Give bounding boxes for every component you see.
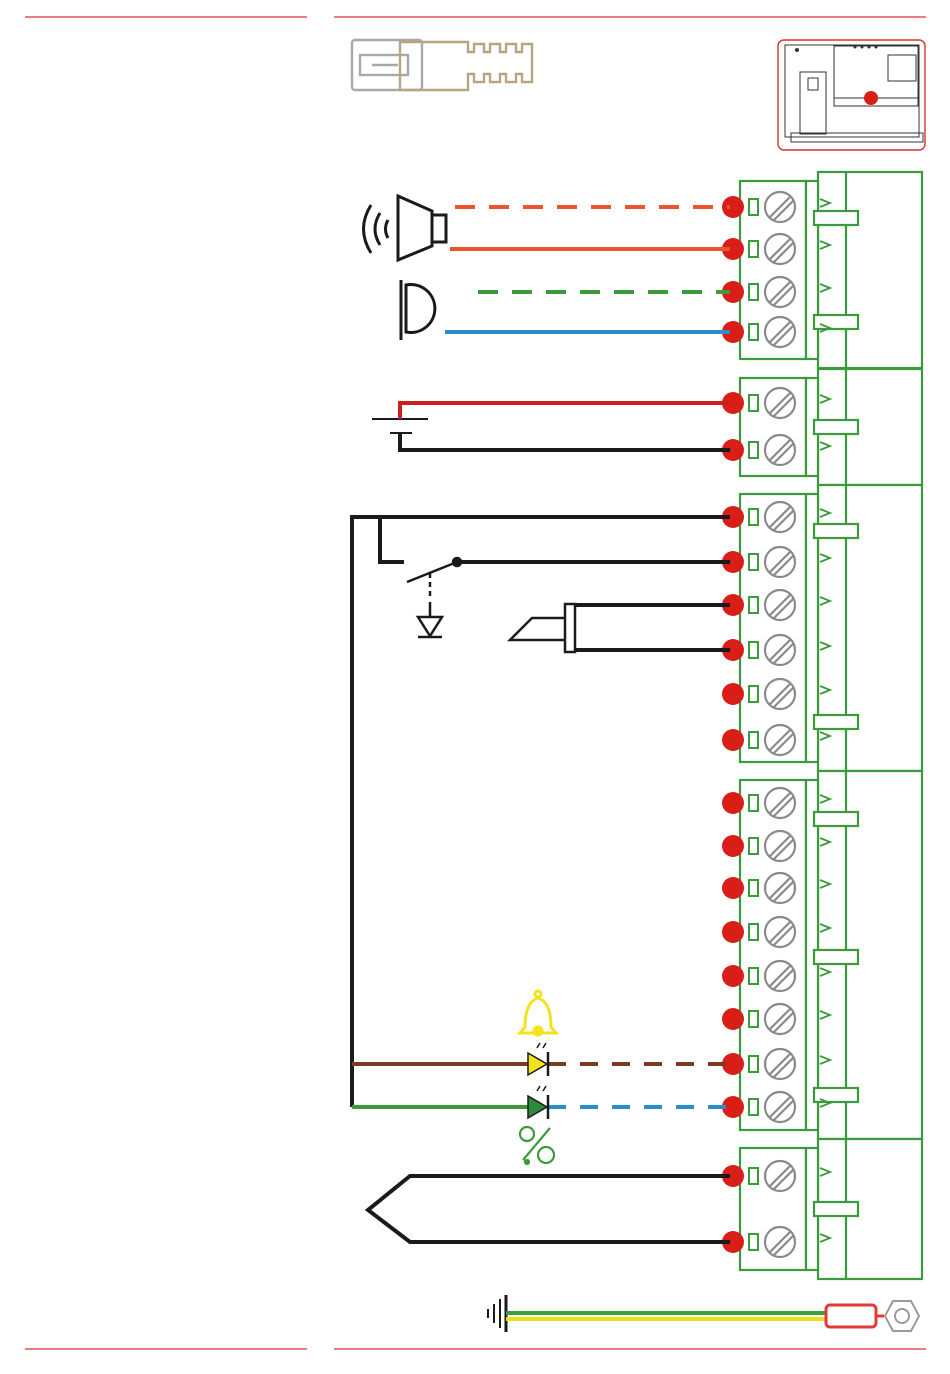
power-supply-icon (372, 403, 730, 450)
connector-tab (814, 1202, 858, 1216)
connector-tab (814, 524, 858, 538)
output-wires (352, 1064, 730, 1107)
terminal-dot[interactable] (722, 196, 744, 218)
terminal-block-outputs (722, 771, 922, 1139)
screw-block (740, 494, 806, 762)
terminal-block-probe (722, 1139, 922, 1279)
audio-wires (445, 207, 730, 332)
connector-tab (814, 812, 858, 826)
push-button-switch-icon (407, 558, 461, 597)
earth-ground-icon (488, 1295, 506, 1332)
terminal-dot[interactable] (722, 965, 744, 987)
terminal-dot[interactable] (722, 835, 744, 857)
power-wire-positive (400, 403, 730, 419)
terminal-block-inputs (722, 485, 922, 771)
yellow-led-icon (528, 1043, 548, 1076)
microphone-icon (401, 280, 435, 340)
ring-lug-icon (826, 1301, 919, 1331)
power-wire-negative (400, 433, 730, 450)
thermal-probe-icon (368, 1176, 730, 1242)
terminal-dot[interactable] (722, 792, 744, 814)
terminal-dot[interactable] (722, 683, 744, 705)
connector-tab (814, 315, 858, 329)
switch-feed-wire (380, 517, 404, 562)
green-led-icon (528, 1086, 548, 1119)
connector-tab (814, 950, 858, 964)
ground-wire (506, 1313, 826, 1319)
input-wiring (352, 517, 730, 1107)
connector-tab (814, 211, 858, 225)
terminal-blocks (722, 172, 922, 1279)
handset-plug-icon (352, 40, 532, 90)
speaker-icon (364, 196, 447, 260)
control-board-thumbnail-icon (778, 40, 925, 150)
terminal-block-audio (722, 172, 922, 368)
ground-symbol-icon (418, 602, 442, 637)
terminal-dot[interactable] (722, 729, 744, 751)
terminal-block-power (722, 369, 922, 485)
terminal-dot[interactable] (722, 1008, 744, 1030)
unlock-symbol-icon (520, 1127, 554, 1164)
bell-icon (520, 991, 556, 1035)
terminal-dot[interactable] (722, 877, 744, 899)
terminal-dot[interactable] (722, 921, 744, 943)
connector-tab (814, 420, 858, 434)
connector-tab (814, 715, 858, 729)
door-lock-icon (510, 604, 575, 652)
connector-body (818, 172, 922, 368)
